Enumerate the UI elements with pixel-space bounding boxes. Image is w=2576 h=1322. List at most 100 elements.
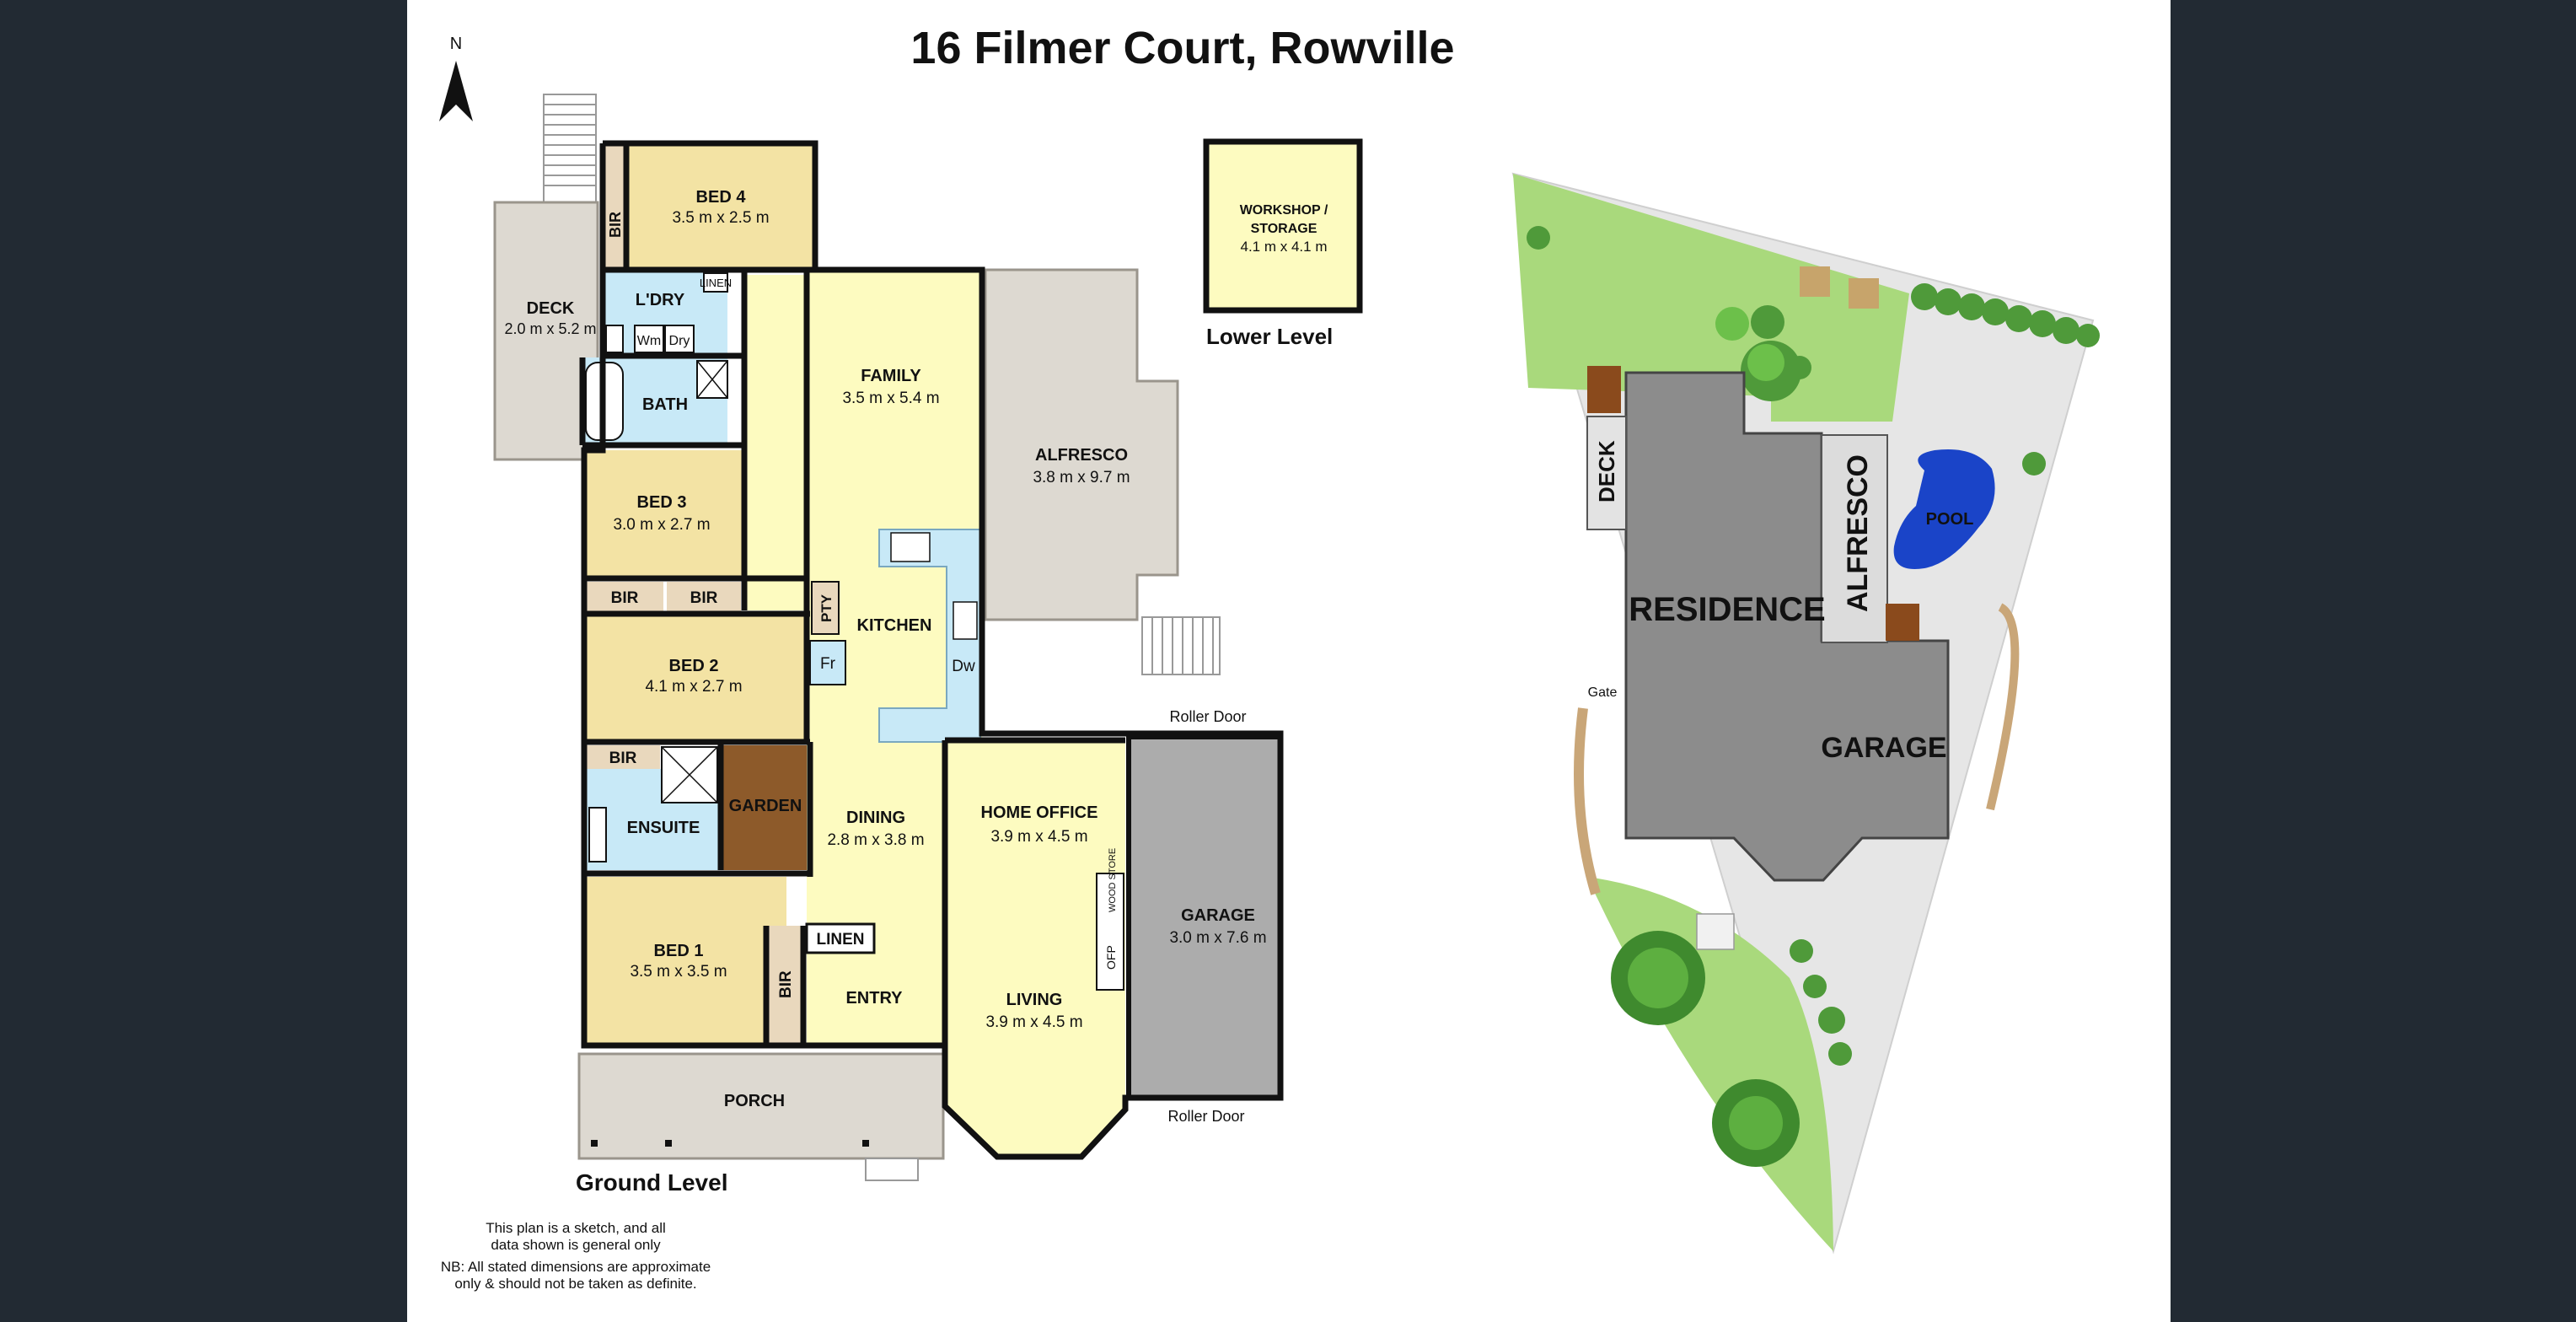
dry-label: Dry — [669, 334, 690, 348]
alfresco-label: ALFRESCO — [1035, 446, 1128, 465]
site-garage-label: GARAGE — [1821, 732, 1946, 764]
home-office-living-room — [945, 740, 1125, 1157]
vanity-icon — [588, 807, 607, 863]
bir-bed2-label: BIR — [690, 589, 718, 607]
kitchen-label: KITCHEN — [857, 616, 932, 635]
bath-label: BATH — [642, 395, 688, 414]
fireplace-unit — [1096, 873, 1124, 991]
bed1-label: BED 1 — [654, 942, 704, 960]
deck-steps — [1587, 366, 1621, 413]
alfresco-area — [984, 268, 1179, 621]
ground-level-label: Ground Level — [576, 1169, 727, 1196]
bed2-label: BED 2 — [669, 657, 719, 675]
north-arrow-icon — [439, 61, 473, 121]
pool-label: POOL — [1926, 510, 1974, 529]
laundry-sink-icon — [605, 325, 624, 353]
dining-dims: 2.8 m x 3.8 m — [827, 831, 924, 849]
kitchen-sink-icon — [953, 601, 978, 640]
ensuite-label: ENSUITE — [627, 819, 700, 837]
bed3-dims: 3.0 m x 2.7 m — [613, 516, 710, 534]
bir-bed3 — [586, 582, 663, 612]
site-deck — [1586, 416, 1627, 530]
bed2-dims: 4.1 m x 2.7 m — [645, 678, 742, 696]
linen-label: LINEN — [817, 931, 865, 949]
rear-lawn — [1513, 174, 1909, 422]
gate-label: Gate — [1588, 685, 1618, 700]
linen-cupboard — [805, 922, 876, 954]
pool-shape — [1893, 449, 1995, 569]
planter-box — [1849, 278, 1879, 309]
disclaimer-line-2: data shown is general only — [491, 1237, 661, 1253]
dishwasher-label: Dw — [952, 658, 975, 675]
bed3-room — [584, 450, 743, 578]
lower-level-label: Lower Level — [1206, 324, 1333, 349]
fridge-space — [809, 640, 846, 685]
walls — [579, 140, 1284, 1160]
bed4-label: BED 4 — [696, 188, 747, 207]
workshop-room — [1203, 138, 1363, 314]
bed2-room — [584, 615, 810, 742]
linen-cupboard-small — [703, 272, 728, 293]
site-deck-label: DECK — [1594, 440, 1619, 502]
bir-ensuite — [586, 745, 660, 769]
fridge-label: Fr — [820, 655, 836, 673]
site-residence-label: RESIDENCE — [1629, 591, 1825, 628]
site-alfresco — [1821, 434, 1888, 643]
entry-label: ENTRY — [845, 989, 903, 1008]
disclaimer-line-4: only & should not be taken as definite. — [454, 1276, 696, 1292]
plan-title: 16 Filmer Court, Rowville — [910, 23, 1454, 73]
bir-bed1-label: BIR — [777, 970, 795, 998]
cooktop-icon — [890, 532, 931, 562]
wm-label: Wm — [637, 334, 661, 348]
washing-machine-icon — [634, 325, 664, 353]
alfresco-stairs-icon — [1141, 616, 1221, 675]
garage-dims: 3.0 m x 7.6 m — [1169, 929, 1266, 947]
wood-store-label: WOOD STORE — [1108, 848, 1118, 912]
deck-dims: 2.0 m x 5.2 m — [504, 320, 596, 337]
site-alfresco-label: ALFRESCO — [1842, 454, 1874, 612]
alfresco-steps — [1886, 604, 1919, 641]
bed1-dims: 3.5 m x 3.5 m — [630, 963, 727, 981]
dining-label: DINING — [846, 809, 905, 827]
porch-step — [865, 1158, 919, 1181]
laundry-label: L'DRY — [636, 291, 685, 309]
pantry-label: PTY — [818, 594, 835, 622]
roller-door-bottom-label: Roller Door — [1167, 1108, 1244, 1125]
bir-bed4 — [603, 143, 626, 270]
side-path — [1574, 707, 1601, 895]
bir-bed3-label: BIR — [611, 589, 639, 607]
floor-plan-drawing: 16 Filmer Court, Rowville N DECK 2.0 m x… — [439, 23, 2100, 1292]
porch-area — [577, 1052, 945, 1160]
tree-icon — [1527, 226, 2100, 1167]
floor-plan-page: 16 Filmer Court, Rowville N DECK 2.0 m x… — [407, 0, 2171, 1322]
garage-label: GARAGE — [1181, 906, 1255, 925]
bir-bed4-label: BIR — [607, 212, 624, 238]
bed4-room — [626, 143, 815, 270]
alfresco-dims: 3.8 m x 9.7 m — [1033, 469, 1130, 486]
workshop-label-line2: STORAGE — [1251, 222, 1318, 236]
porch-label: PORCH — [724, 1092, 785, 1110]
bed1-room — [584, 877, 786, 1045]
roller-door-top-label: Roller Door — [1169, 708, 1246, 725]
disclaimer-line-1: This plan is a sketch, and all — [486, 1220, 666, 1236]
dryer-icon — [664, 325, 695, 353]
workshop-label-line1: WORKSHOP / — [1240, 203, 1328, 218]
family-dims: 3.5 m x 5.4 m — [842, 390, 939, 407]
garden-label: GARDEN — [729, 797, 802, 815]
disclaimer-line-3: NB: All stated dimensions are approximat… — [441, 1259, 711, 1275]
compass-label: N — [450, 35, 462, 53]
garden-stairs-icon — [1696, 913, 1735, 950]
garden-path — [1986, 603, 2020, 811]
pantry — [811, 581, 840, 635]
deck-label: DECK — [527, 299, 575, 318]
bir-bed1 — [766, 926, 803, 1045]
living-dims: 3.9 m x 4.5 m — [985, 1013, 1082, 1031]
home-office-dims: 3.9 m x 4.5 m — [990, 828, 1087, 846]
living-label: LIVING — [1006, 991, 1063, 1009]
hallway — [744, 275, 807, 610]
garden-courtyard — [721, 745, 810, 870]
bed3-label: BED 3 — [637, 493, 687, 512]
deck-stairs-icon — [543, 94, 597, 203]
bir-ensuite-label: BIR — [609, 750, 637, 767]
workshop-dims: 4.1 m x 4.1 m — [1241, 239, 1328, 255]
